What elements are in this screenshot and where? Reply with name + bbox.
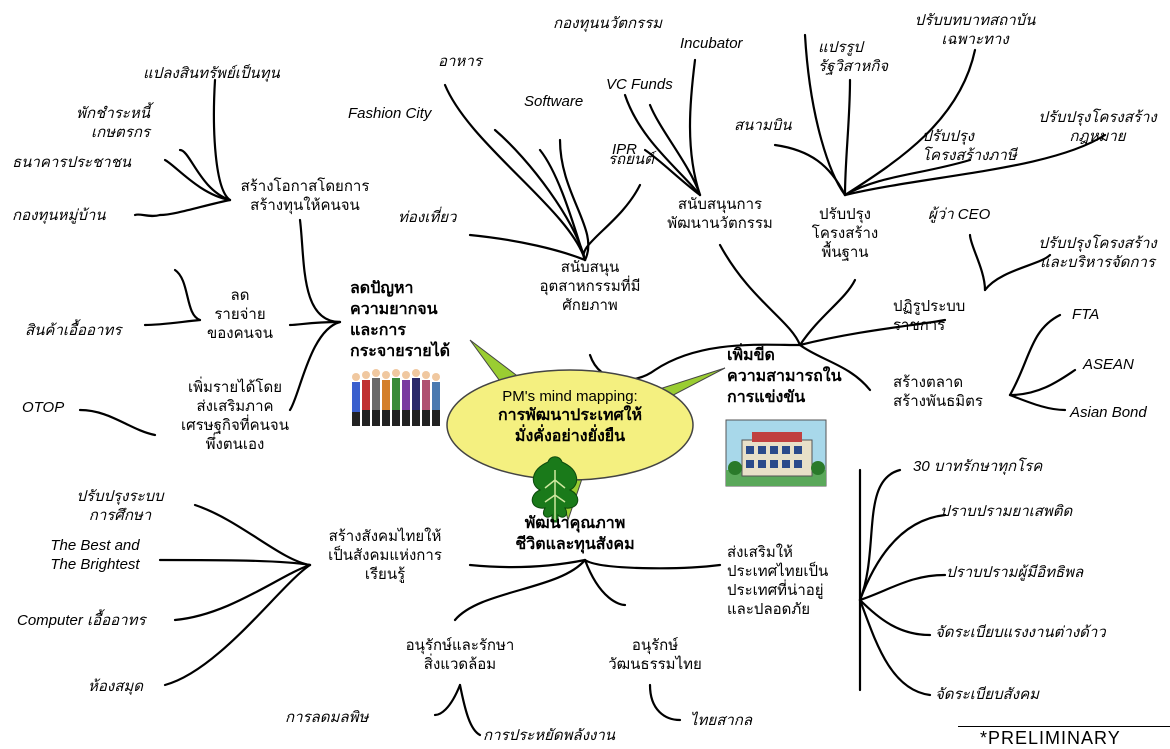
leaf-food: อาหาร [438,53,482,70]
leaf-intl: ไทยสากล [690,712,753,729]
leaf-law: ปรับปรุงโครงสร้าง กฎหมาย [1038,109,1157,145]
leaf-social: จัดระเบียบสังคม [935,686,1040,703]
node-infra: ปรับปรุง โครงสร้าง พื้นฐาน [811,206,879,261]
leaf-debt: พักชำระหนี้ เกษตรกร [76,105,150,141]
leaf-airport: สนามบิน [734,117,792,134]
leaf-library: ห้องสมุด [88,678,144,695]
branch-poverty: ลดปัญหา ความยากจน และการ กระจายรายได้ [350,280,450,360]
leaf-soe: แปรรูป รัฐวิสาหกิจ [818,39,889,75]
branch-compete: เพิ่มขีด ความสามารถใน การแข่งขัน [727,347,842,406]
leaf-ceo: ผู้ว่า CEO [928,206,991,223]
node-env: อนุรักษ์และรักษา สิ่งแวดล้อม [405,637,515,673]
leaf-computer: Computer เอื้ออาทร [17,612,146,629]
leaf-asean: ASEAN [1083,356,1134,373]
node-market: สร้างตลาด สร้างพันธมิตร [893,374,983,410]
leaf-energy: การประหยัดพลังงาน [483,727,616,744]
leaf-software: Software [524,93,584,110]
leaf-admin: ปรับปรุงโครงสร้าง และบริหารจัดการ [1038,235,1157,271]
leaf-tourism: ท่องเที่ยว [398,209,457,226]
center-title-3: มั่งคั่งอย่างยั่งยืน [514,428,626,445]
building-clipart [725,419,827,487]
leaf-asset: แปลงสินทรัพย์เป็นทุน [143,65,280,82]
leaf-health: 30 บาทรักษาทุกโรค [913,458,1043,475]
leaf-vc: VC Funds [606,76,673,93]
leaf-tax: ปรับปรุง โครงสร้างภาษี [922,128,1017,164]
node-reform: ปฏิรูประบบ ราชการ [893,298,966,334]
leaf-innofund: กองทุนนวัตกรรม [553,15,663,32]
leaf-ipr: IPR [612,141,638,158]
tree-icon [531,456,579,523]
leaf-fta: FTA [1072,306,1100,323]
leaf-incubator: Incubator [680,35,743,52]
node-cost: ลด รายจ่าย ของคนจน [207,287,273,342]
leaf-otop: OTOP [22,399,65,416]
node-innovation: สนับสนุนการ พัฒนานวัตกรรม [667,196,773,232]
center-title-2: การพัฒนาประเทศให้ [497,407,643,424]
leaf-auto: รถยนต์ [608,151,654,168]
leaf-fashion: Fashion City [348,105,432,122]
leaf-labor: จัดระเบียบแรงงานต่างด้าว [935,624,1106,641]
preliminary-note: *PRELIMINARY [980,728,1121,748]
leaf-bond: Asian Bond [1070,404,1147,421]
node-culture: อนุรักษ์ วัฒนธรรมไทย [608,637,702,673]
branch-quality: พัฒนาคุณภาพ ชีวิตและทุนสังคม [515,515,635,553]
node-capital: สร้างโอกาสโดยการ สร้างทุนให้คนจน [240,178,370,214]
node-learning: สร้างสังคมไทยให้ เป็นสังคมแห่งการ เรียนร… [328,528,442,583]
leaf-goods: สินค้าเอื้ออาทร [25,322,122,339]
leaf-pollution: การลดมลพิษ [285,709,369,726]
center-title-1: PM's mind mapping: [502,388,638,405]
people-clipart [350,369,445,428]
node-industry: สนับสนุน อุตสาหกรรมที่มี ศักยภาพ [539,259,641,314]
footer-rule [958,726,1170,727]
leaf-edu: ปรับปรุงระบบ การศึกษา [76,488,164,524]
leaf-bank: ธนาคารประชาชน [12,154,132,171]
leaf-influence: ปราบปรามผู้มีอิทธิพล [946,564,1084,581]
leaf-inst: ปรับบทบาทสถาบัน เฉพาะทาง [914,12,1036,48]
node-income: เพิ่มรายได้โดย ส่งเสริมภาค เศรษฐกิจที่คน… [181,379,289,453]
leaf-best: The Best and The Brightest [50,537,140,573]
leaf-drugs: ปราบปรามยาเสพติด [940,503,1073,520]
node-safe: ส่งเสริมให้ ประเทศไทยเป็น ประเทศที่น่าอย… [727,544,829,618]
leaf-fund: กองทุนหมู่บ้าน [12,207,106,224]
